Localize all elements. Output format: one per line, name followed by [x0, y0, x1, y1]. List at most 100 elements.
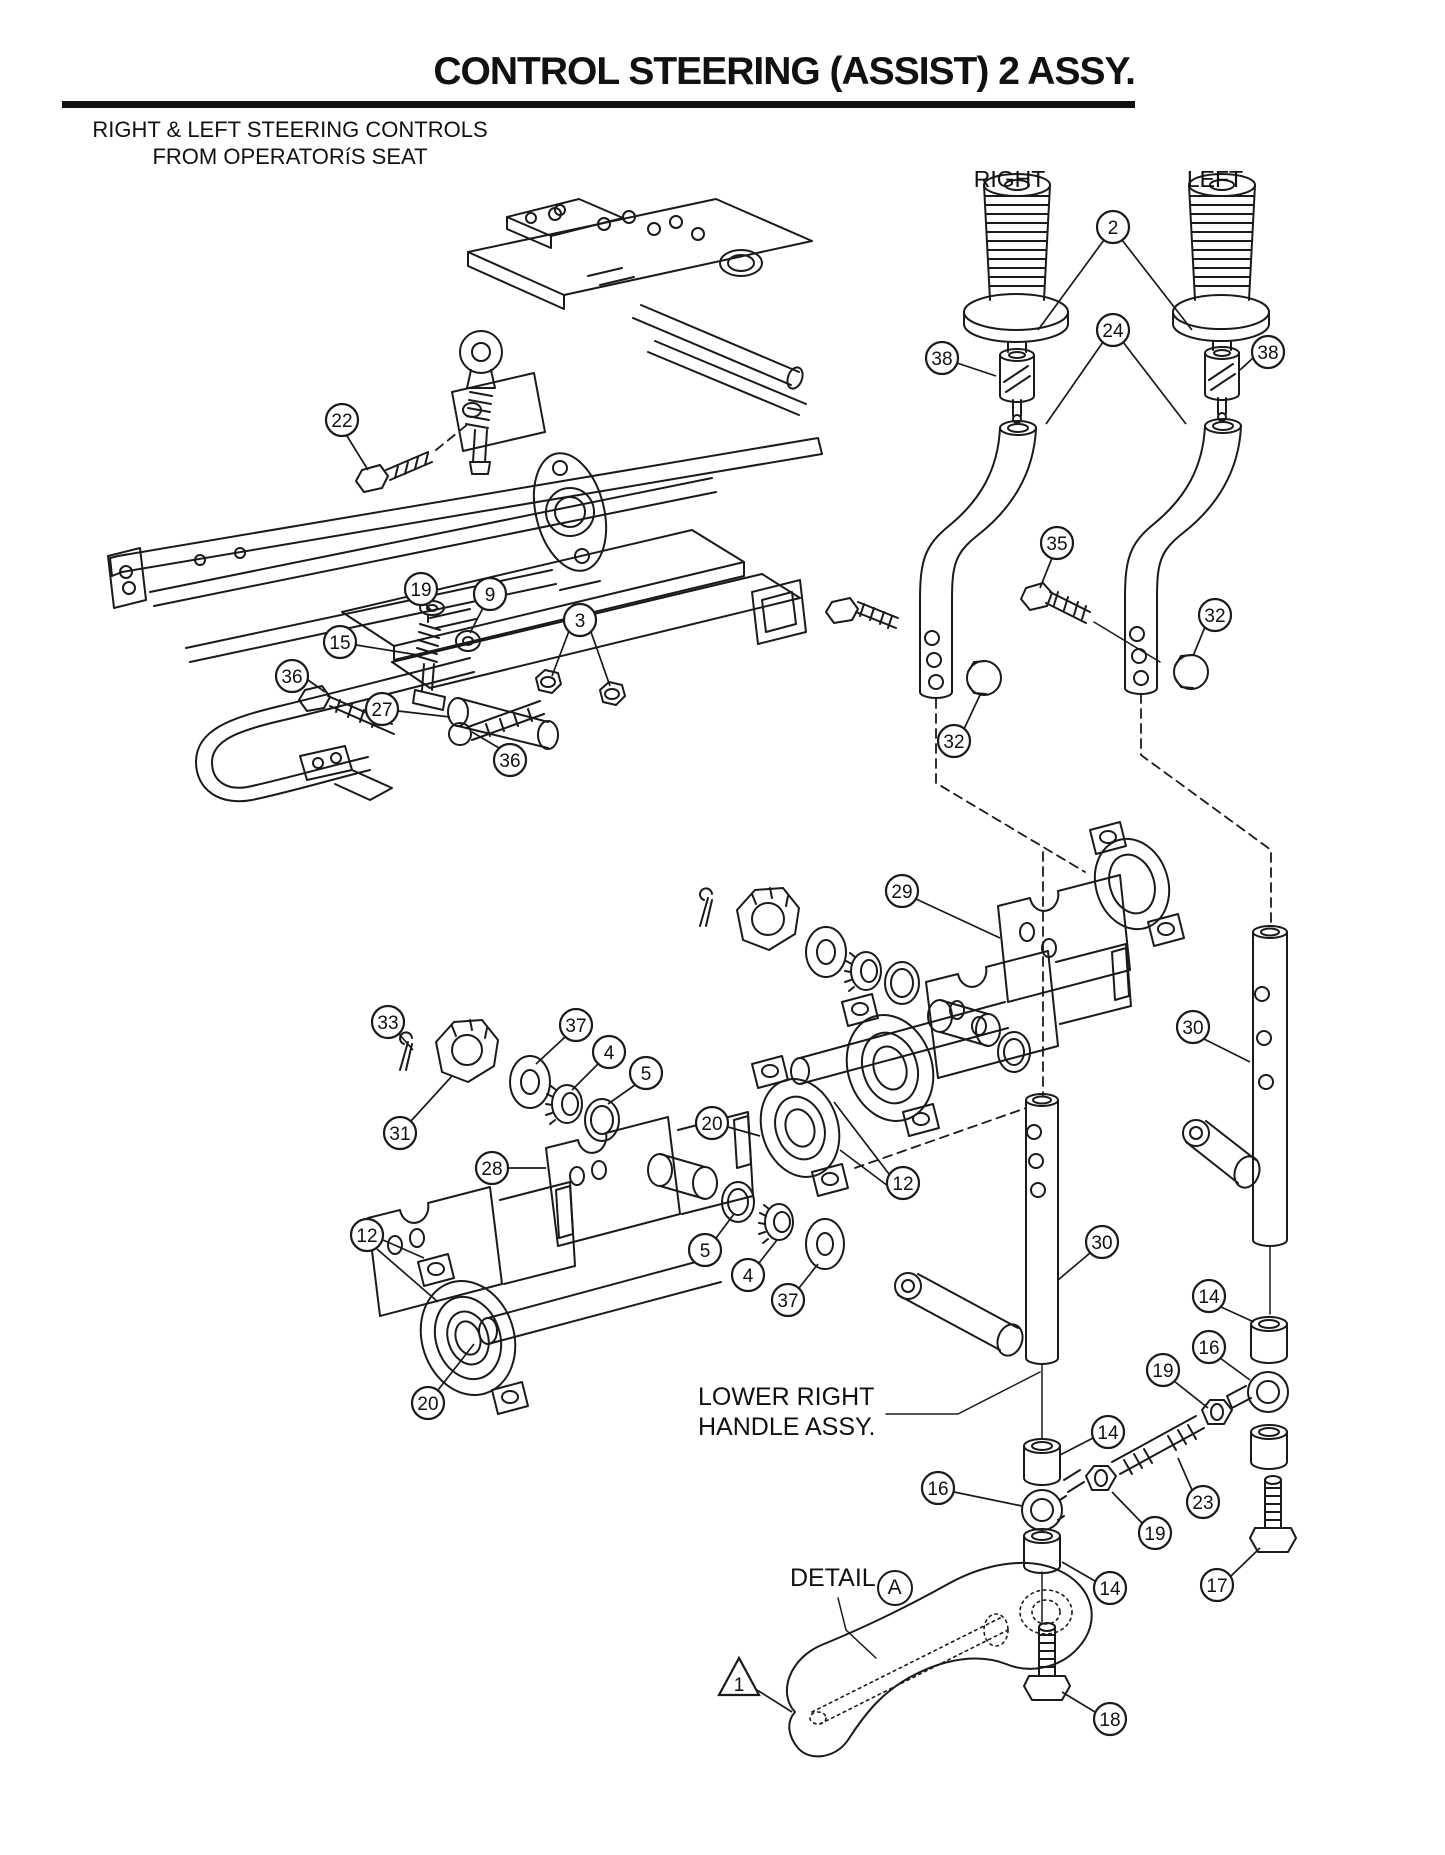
part-number: 37	[777, 1291, 798, 1312]
part-balloon	[1084, 1224, 1120, 1260]
part-number: 37	[565, 1016, 586, 1037]
callout-leader-line	[953, 1491, 1023, 1507]
callout-1: 1	[717, 1655, 793, 1713]
callout-16: 16	[920, 1470, 1023, 1507]
callout-32: 32	[1192, 597, 1233, 657]
part-balloon	[770, 1282, 806, 1318]
callout-leader-line	[1220, 1306, 1255, 1323]
callout-23: 23	[1177, 1457, 1221, 1520]
part-number: 16	[1198, 1338, 1219, 1359]
callout-38: 38	[1239, 334, 1286, 371]
detail-reference-circle: A	[876, 1570, 913, 1606]
part-number: 36	[499, 751, 520, 772]
callout-leader-line	[1239, 357, 1254, 371]
part-number: 20	[417, 1394, 438, 1415]
callout-3: 3	[551, 602, 611, 687]
part-balloon	[1175, 1009, 1211, 1045]
part-balloon	[364, 691, 400, 727]
part-balloon	[1199, 1567, 1235, 1603]
part-number: 12	[892, 1174, 913, 1195]
callout-leader-line	[1121, 239, 1193, 331]
page-title: CONTROL STEERING (ASSIST) 2 ASSY.	[433, 50, 1136, 93]
part-number: 32	[1204, 606, 1225, 627]
part-number: 38	[1257, 343, 1278, 364]
part-number: 4	[743, 1266, 754, 1287]
callout-19: 19	[1111, 1491, 1173, 1551]
callout-leader-line	[571, 1063, 599, 1091]
callout-30: 30	[1175, 1009, 1251, 1063]
part-number: 30	[1182, 1018, 1203, 1039]
part-number: 14	[1099, 1579, 1121, 1600]
callout-leader-line	[1177, 1457, 1193, 1491]
part-number: 15	[329, 633, 350, 654]
callout-2: 2	[1037, 209, 1193, 331]
handles-art	[919, 173, 1272, 927]
part-number: 29	[891, 882, 912, 903]
callout-leader-line	[1037, 239, 1105, 331]
part-number: 5	[641, 1064, 652, 1085]
callout-31: 31	[382, 1075, 453, 1151]
callout-leader-line	[756, 1689, 793, 1713]
left-handle-label: LEFT	[1186, 166, 1244, 192]
detail-text: DETAIL	[790, 1564, 876, 1592]
part-number: 35	[1046, 534, 1067, 555]
callout-leader-line	[590, 631, 611, 687]
callout-leader-line	[1061, 1561, 1096, 1582]
callout-15: 15	[322, 624, 419, 660]
part-number: 14	[1198, 1287, 1220, 1308]
part-balloon	[558, 1007, 594, 1043]
part-balloon	[274, 658, 310, 694]
view-note: RIGHT & LEFT STEERING CONTROLS FROM OPER…	[75, 116, 505, 170]
callout-9: 9	[469, 576, 508, 634]
part-balloon	[1092, 1570, 1128, 1606]
part-number: 38	[931, 349, 952, 370]
callout-22: 22	[324, 402, 369, 471]
callout-leader-line	[1039, 557, 1053, 589]
callout-20: 20	[694, 1105, 761, 1141]
part-balloon	[1095, 312, 1131, 348]
part-balloon	[936, 723, 972, 759]
part-balloon	[694, 1105, 730, 1141]
callout-leader-line	[376, 1248, 439, 1303]
part-balloon	[322, 624, 358, 660]
callout-33: 33	[370, 1004, 414, 1051]
part-balloon	[924, 340, 960, 376]
callout-27: 27	[364, 691, 451, 727]
part-number: 19	[410, 580, 431, 601]
callout-14: 14	[1061, 1561, 1128, 1606]
callout-24: 24	[1045, 312, 1187, 425]
callout-leader-line	[1061, 1691, 1096, 1713]
callout-20: 20	[410, 1343, 475, 1421]
callout-37: 37	[535, 1007, 594, 1065]
lower-right-line2: HANDLE ASSY.	[698, 1413, 876, 1441]
callout-19: 19	[403, 571, 439, 611]
part-number: 3	[575, 611, 586, 632]
part-balloon	[1095, 209, 1131, 245]
callout-37: 37	[770, 1263, 819, 1318]
callout-leader-line	[1230, 1547, 1261, 1577]
part-balloon	[382, 1115, 418, 1151]
part-balloon	[1092, 1701, 1128, 1737]
callout-leader-line	[1045, 341, 1104, 425]
callout-4: 4	[730, 1239, 778, 1293]
callout-leader-line	[956, 362, 997, 377]
callout-leader-line	[607, 1084, 636, 1105]
right-handle-label: RIGHT	[973, 166, 1046, 192]
part-number: 1	[734, 1675, 745, 1696]
part-balloon	[1137, 1515, 1173, 1551]
detail-reference-letter: A	[887, 1576, 902, 1599]
callout-leader-line	[715, 1213, 735, 1239]
callout-leader-line	[1122, 341, 1187, 425]
part-number: 18	[1099, 1710, 1120, 1731]
part-number: 30	[1091, 1233, 1112, 1254]
part-balloon	[885, 1165, 921, 1201]
callout-12: 12	[349, 1217, 439, 1303]
part-balloon	[1191, 1278, 1227, 1314]
part-balloon	[1250, 334, 1286, 370]
part-balloon	[403, 571, 439, 607]
callout-36: 36	[274, 658, 326, 694]
part-number: 19	[1152, 1361, 1173, 1382]
detail-label: DETAIL A	[790, 1564, 913, 1606]
callout-leader-line	[833, 1101, 890, 1175]
